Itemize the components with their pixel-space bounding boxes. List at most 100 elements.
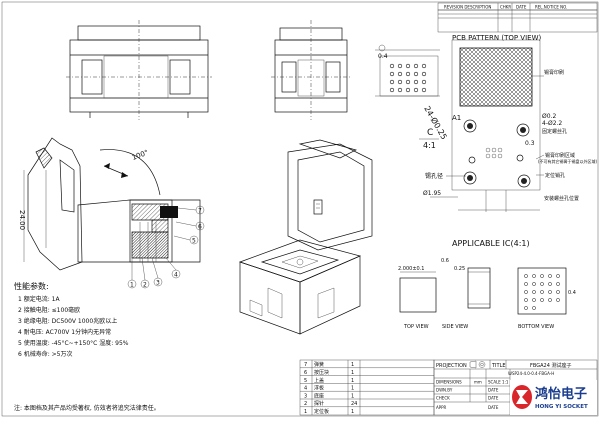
pcb-dim-1.95: Ø1.95 — [423, 190, 441, 197]
svg-text:mm: mm — [474, 380, 482, 385]
svg-text:4: 4 — [304, 386, 307, 392]
svg-text:6: 6 — [304, 370, 307, 376]
projection-symbol — [469, 360, 486, 369]
svg-text:DIMENSIONS: DIMENSIONS — [436, 380, 462, 385]
logo-mark-icon — [512, 385, 532, 409]
spec-item-2: 2 接触电阻: ≤100毫欧 — [18, 306, 80, 314]
balloon-2: 2 — [140, 257, 150, 289]
applicable-ic: APPLICABLE IC(4:1) 2.000±0.1 TOP VIEW 0.… — [398, 239, 576, 330]
ic-view-bottom: BOTTOM VIEW — [518, 324, 554, 330]
pcb-view-marker — [378, 44, 386, 52]
svg-text:APPR: APPR — [436, 405, 447, 410]
svg-text:1: 1 — [130, 282, 134, 289]
pcb-pattern-title: PCB PATTERN (TOP VIEW) — [452, 34, 541, 42]
revision-table: REVISION DESCRIPTION CHKR DATE REL.NOTIC… — [437, 2, 598, 33]
svg-text:1: 1 — [351, 409, 354, 415]
ic-top-view — [399, 277, 437, 313]
svg-text:1: 1 — [351, 362, 354, 368]
svg-text:按压块: 按压块 — [314, 369, 329, 376]
svg-text:1:1: 1:1 — [502, 380, 509, 385]
pcb-note-4: (不可有其它锡膏于锡盘以外区域) — [538, 158, 598, 164]
ic-dim-b: 0.6 — [441, 258, 449, 264]
front-view — [66, 20, 212, 120]
svg-text:4: 4 — [174, 272, 178, 279]
pcb-note-3: 锡膏印刷区域 — [545, 152, 575, 159]
svg-text:3: 3 — [156, 280, 160, 287]
balloon-6: 6 — [175, 221, 205, 231]
ic-view-top: TOP VIEW — [403, 324, 429, 330]
rev-header-date: DATE — [516, 4, 527, 9]
svg-text:上盖: 上盖 — [314, 377, 324, 384]
svg-text:6: 6 — [198, 224, 202, 231]
pcb-note-2: 固定螺丝孔 — [542, 128, 567, 135]
title-label: TITLE — [491, 363, 506, 369]
title-row: APPR DATE — [436, 405, 499, 410]
ic-bottom-view — [517, 267, 567, 315]
svg-text:CHECK: CHECK — [436, 396, 450, 401]
section-view: 100° 24.00 7 6 5 4 3 2 1 — [18, 137, 205, 289]
svg-text:24: 24 — [351, 401, 357, 407]
latch-spring — [160, 206, 178, 218]
solder-paste-area — [459, 47, 533, 107]
svg-text:探针: 探针 — [314, 400, 324, 407]
title-row: CHECK DATE — [436, 396, 499, 401]
pcb-note-5: 定位销孔 — [545, 172, 565, 179]
ic-title: APPLICABLE IC(4:1) — [452, 239, 530, 248]
svg-text:DATE: DATE — [488, 405, 499, 410]
screw-hole-tr — [516, 123, 530, 137]
svg-text:1: 1 — [351, 386, 354, 392]
part-number: WSP24-4.0-0.4-FBGA-H — [508, 371, 554, 376]
rev-header-chkr: CHKR — [500, 4, 511, 9]
svg-text:7: 7 — [198, 208, 202, 215]
svg-text:DATE: DATE — [488, 396, 499, 401]
footnote: 注: 本图档及其产品均受著权, 仿效者将追究法律责任。 — [14, 404, 160, 412]
pcb-dim-4holes: 4-Ø2.2 — [542, 120, 562, 127]
svg-text:3: 3 — [304, 393, 307, 399]
pad-cluster — [485, 147, 503, 159]
detail-label-c: C — [427, 128, 433, 138]
pcb-dim-pitch: 0.4 — [378, 53, 388, 60]
svg-text:2: 2 — [143, 282, 147, 289]
balloon-7: 7 — [177, 205, 205, 215]
ic-dim-a: 2.000±0.1 — [398, 266, 424, 272]
spec-item-6: 6 机械寿命: >5万次 — [18, 350, 73, 358]
projection-label: PROJECTION — [436, 363, 467, 369]
height-dim: 24.00 — [18, 210, 26, 230]
svg-text:底座: 底座 — [314, 392, 324, 399]
svg-text:弹簧: 弹簧 — [314, 361, 324, 368]
svg-text:2: 2 — [304, 401, 307, 407]
screw-hole-br — [517, 174, 531, 188]
pcb-dim-0.3: 0.3 — [525, 140, 535, 147]
spec-item-5: 5 使用温度: -45°C~+150°C 湿度: 95% — [18, 339, 129, 347]
side-view-top — [271, 20, 351, 120]
ic-dim-c: 0.25 — [454, 266, 465, 272]
svg-text:5: 5 — [192, 238, 196, 245]
screw-hole-bl — [463, 171, 477, 185]
svg-text:浮板: 浮板 — [314, 385, 324, 392]
company-logo: 鸿怡电子 HONG YI SOCKET — [510, 380, 597, 415]
ic-dim-d: 0.4 — [568, 290, 576, 296]
bom-row: 2 探针 24 — [304, 400, 357, 407]
pcb-note-hole: 锡孔径 — [425, 172, 443, 180]
svg-text:SCALE: SCALE — [488, 380, 501, 385]
open-angle: 100° — [131, 149, 150, 162]
ic-view-side: SIDE VIEW — [442, 324, 468, 330]
svg-text:5: 5 — [304, 378, 307, 384]
pcb-pattern-detail: 0.4 24-Ø0.25 C 4:1 — [375, 44, 450, 150]
spec-block: 性能参数: 1 额定电流: 1A 2 接触电阻: ≤100毫欧 3 绝缘电阻: … — [14, 281, 129, 358]
svg-text:1: 1 — [304, 409, 307, 415]
rev-header-notice: REL.NOTICE NO. — [535, 4, 567, 9]
title-value: FBGA24 测试座子 — [530, 362, 571, 369]
balloon-3: 3 — [151, 257, 163, 287]
